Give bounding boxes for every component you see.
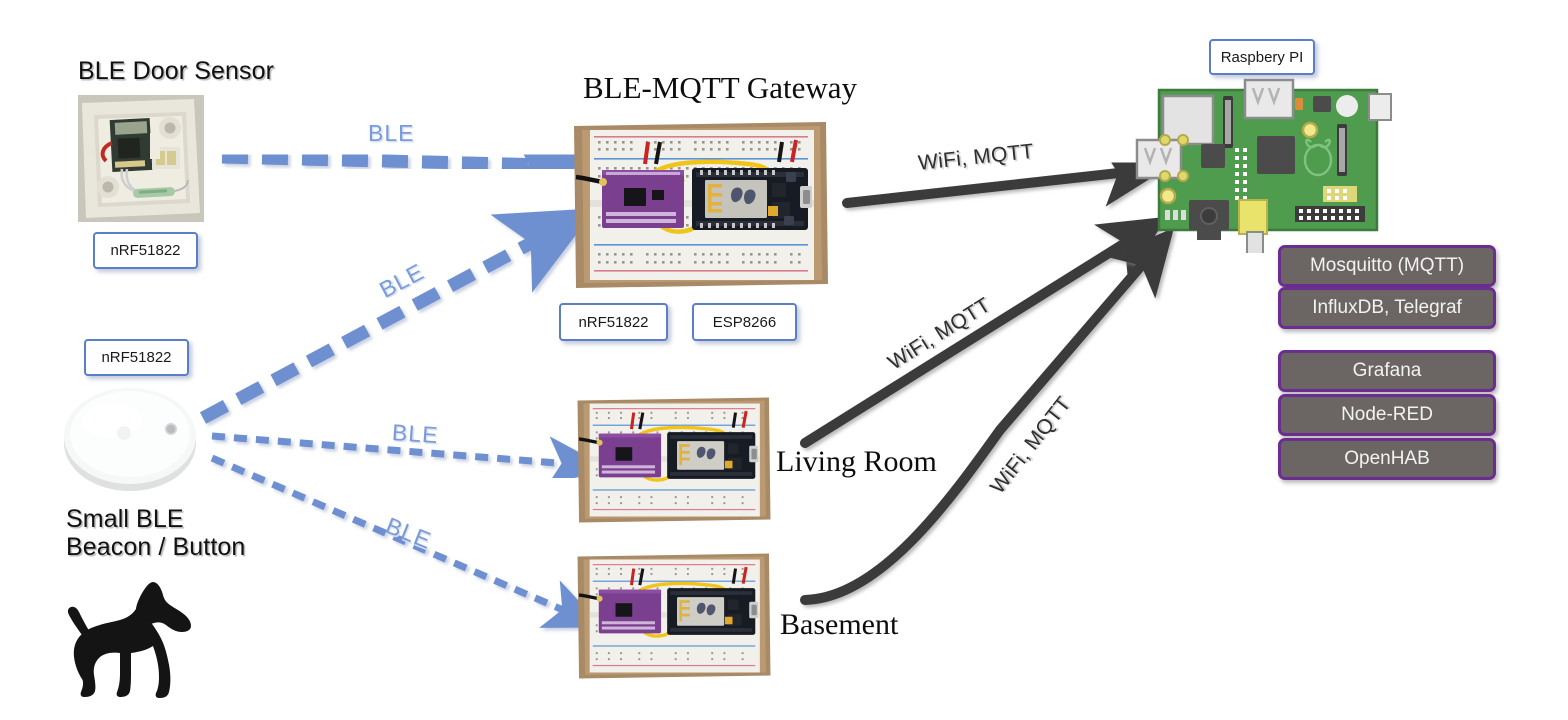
basement-label: Basement bbox=[780, 608, 899, 641]
mqtt-label-living-room: WiFi, MQTT bbox=[884, 293, 995, 375]
ble-link-door-sensor-gateway bbox=[221, 119, 603, 209]
mqtt-label-basement: WiFi, MQTT bbox=[986, 392, 1076, 499]
breadboard-gateway-photo-main bbox=[572, 120, 830, 290]
service-box-node-red[interactable]: Node-RED bbox=[1278, 394, 1496, 436]
ble-label-beacon-living-room: BLE bbox=[391, 419, 440, 449]
chip-label-beacon: nRF51822 bbox=[84, 339, 189, 376]
door-sensor-title: BLE Door Sensor bbox=[78, 57, 275, 85]
beacon-title-line2: Beacon / Button bbox=[66, 533, 246, 561]
gateway-title: BLE-MQTT Gateway bbox=[583, 70, 858, 105]
service-box-mosquitto[interactable]: Mosquitto (MQTT) bbox=[1278, 245, 1496, 287]
dog-silhouette bbox=[58, 565, 208, 705]
service-box-influxdb-telegraf[interactable]: InfluxDB, Telegraf bbox=[1278, 287, 1496, 329]
door-sensor-photo bbox=[78, 95, 204, 222]
living-room-label: Living Room bbox=[776, 445, 937, 478]
ble-link-beacon-gateway bbox=[199, 208, 597, 424]
mqtt-link-living-room-pi bbox=[800, 216, 1167, 448]
ble-label-door-sensor: BLE bbox=[368, 120, 415, 146]
service-box-openhab[interactable]: OpenHAB bbox=[1278, 438, 1496, 480]
ble-beacon-photo bbox=[62, 383, 198, 493]
chip-label-raspberry-pi: Raspbery PI bbox=[1209, 39, 1315, 75]
ble-label-beacon-gateway: BLE bbox=[375, 258, 429, 303]
breadboard-gateway-photo-living-room bbox=[576, 396, 772, 524]
chip-label-door-sensor: nRF51822 bbox=[93, 232, 198, 269]
beacon-title-line1: Small BLE bbox=[66, 505, 184, 533]
chip-label-gateway-nrf: nRF51822 bbox=[559, 303, 668, 341]
raspberry-pi-board bbox=[1135, 78, 1400, 255]
mqtt-label-gateway: WiFi, MQTT bbox=[917, 139, 1035, 175]
mqtt-link-gateway-pi bbox=[842, 143, 1168, 208]
service-box-grafana[interactable]: Grafana bbox=[1278, 350, 1496, 392]
breadboard-gateway-photo-basement bbox=[576, 552, 772, 680]
chip-label-gateway-esp: ESP8266 bbox=[692, 303, 797, 341]
ble-label-beacon-basement: BLE bbox=[382, 512, 436, 554]
